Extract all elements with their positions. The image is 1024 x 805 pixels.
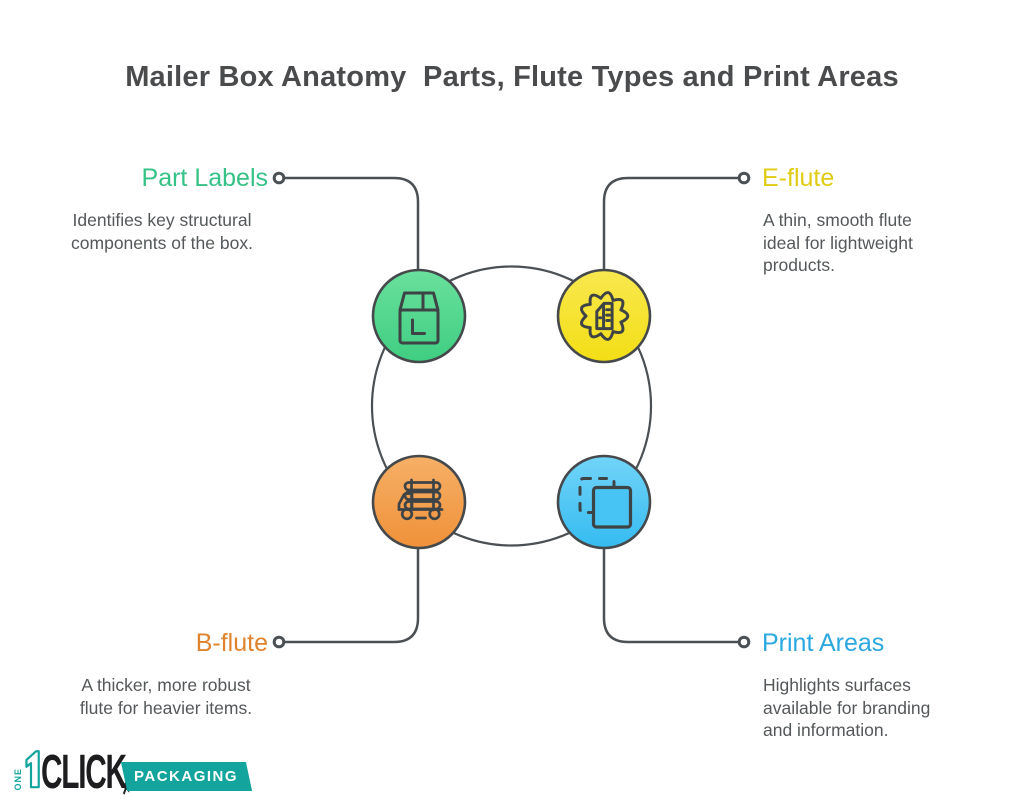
marker-part-labels — [272, 171, 286, 185]
description-e-flute: A thin, smooth flute ideal for lightweig… — [763, 210, 913, 275]
logo-one-mark: ONE — [13, 746, 41, 792]
heading-e-flute: E-flute — [762, 164, 835, 192]
gear-certificate-icon — [580, 291, 630, 341]
node-b-flute — [371, 454, 467, 550]
connector-b-flute — [282, 546, 420, 644]
description-b-flute: A thicker, more robust flute for heavier… — [79, 675, 253, 718]
one-click-packaging-logo: ONE CLICK PACKAGING — [13, 744, 252, 796]
description-print-areas: Highlights surfaces available for brandi… — [763, 675, 931, 740]
logo-click-letters: CLIC — [41, 745, 107, 799]
heading-part-labels: Part Labels — [141, 164, 268, 192]
marker-e-flute — [737, 171, 751, 185]
heading-print-areas: Print Areas — [762, 629, 885, 657]
heading-b-flute: B-flute — [195, 629, 268, 657]
print-area-selection-icon — [578, 477, 633, 529]
page-title: Mailer Box Anatomy Parts, Flute Types an… — [125, 61, 899, 93]
logo-packaging-text: PACKAGING — [133, 768, 238, 785]
logo-click-text: CLICK — [41, 748, 130, 796]
connector-lines — [282, 176, 741, 644]
node-part-labels — [371, 268, 467, 364]
node-e-flute — [556, 268, 652, 364]
label-markers — [272, 171, 751, 649]
box-icon — [398, 291, 440, 345]
logo-packaging-badge: PACKAGING — [120, 762, 252, 791]
marker-print-areas — [737, 635, 751, 649]
log-truck-icon — [397, 478, 444, 521]
marker-b-flute — [272, 635, 286, 649]
connector-part-labels — [282, 176, 420, 272]
logo-numeral-1-icon — [25, 750, 40, 789]
description-part-labels: Identifies key structural components of … — [71, 210, 253, 253]
connector-e-flute — [602, 176, 741, 272]
connector-print-areas — [602, 546, 741, 644]
node-print-areas — [556, 454, 652, 550]
